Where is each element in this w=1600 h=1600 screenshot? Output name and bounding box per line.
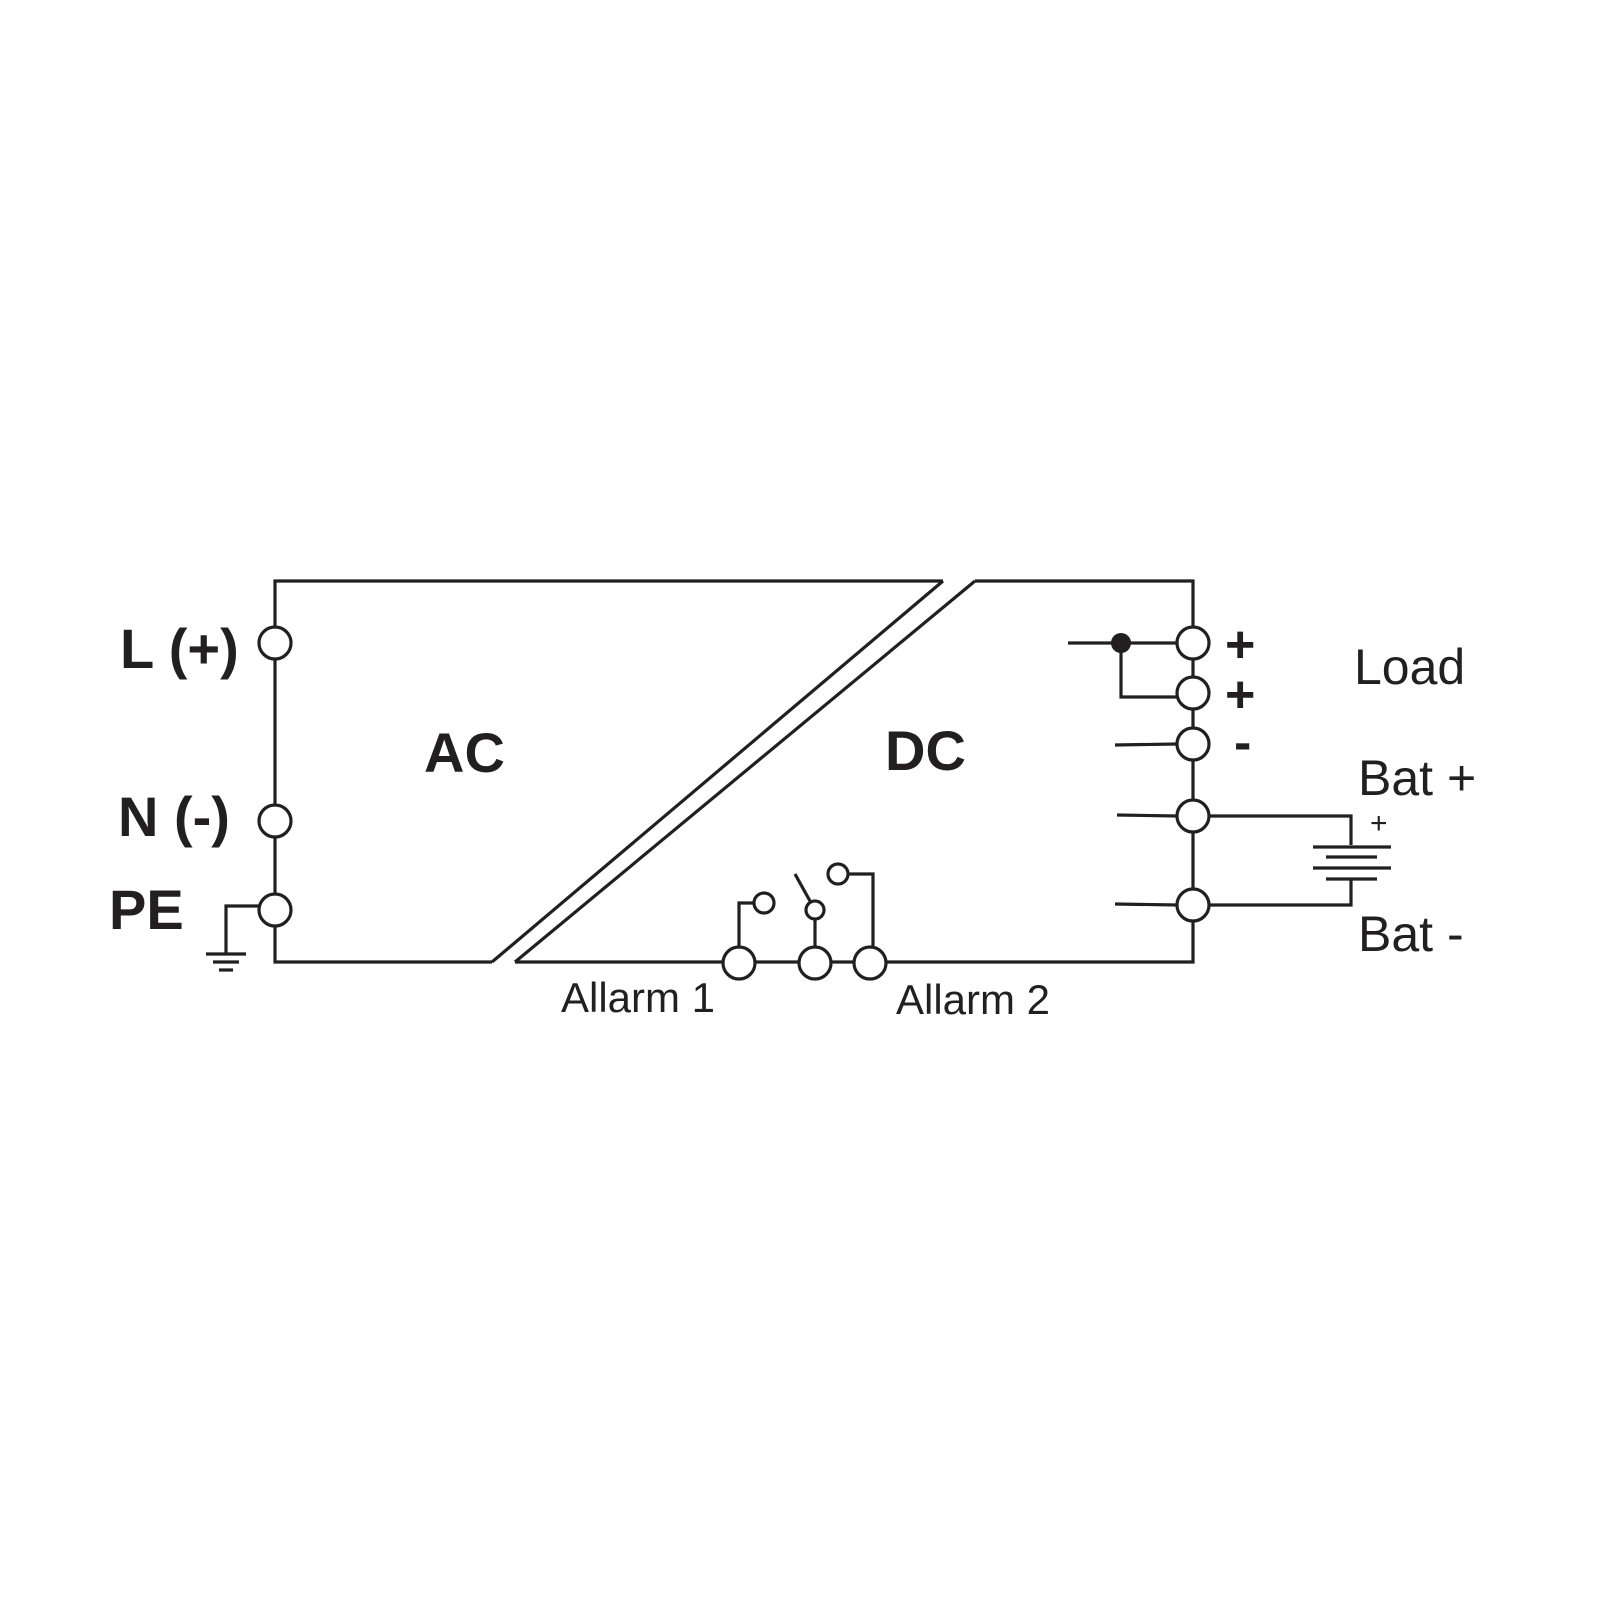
label-l: L (+) <box>120 617 239 680</box>
terminal-l <box>257 625 293 661</box>
terminal-dc-plus-1 <box>1175 625 1211 661</box>
lead-bat-plus <box>1116 813 1178 818</box>
battery-symbol <box>1209 814 1391 907</box>
ac-section-outline <box>273 579 943 964</box>
alarm2-contact <box>826 862 850 886</box>
dc-output-terminals <box>1068 625 1211 923</box>
label-n: N (-) <box>118 785 230 848</box>
terminal-pe <box>257 892 293 928</box>
label-bat-minus: Bat - <box>1358 906 1464 962</box>
label-bat-plus: Bat + <box>1358 750 1476 806</box>
terminal-dc-minus <box>1175 726 1211 762</box>
alarm-relays <box>721 862 888 981</box>
terminal-bat-minus <box>1175 887 1211 923</box>
alarm2-contact-lead <box>848 872 875 947</box>
label-dc-minus: - <box>1234 714 1251 772</box>
relay-switch-arm <box>793 873 812 902</box>
label-dc: DC <box>885 719 966 782</box>
divider-line-lower <box>513 579 977 964</box>
label-battery-polarity: + <box>1370 807 1388 840</box>
input-terminals <box>206 625 293 972</box>
label-load: Load <box>1354 639 1465 695</box>
lead-bat-minus <box>1114 902 1178 907</box>
battery-plus-wire <box>1209 814 1353 845</box>
divider-line-upper <box>490 579 945 964</box>
terminal-alarm-common <box>797 945 833 981</box>
label-dc-plus-2: + <box>1225 666 1255 724</box>
label-pe: PE <box>109 878 184 941</box>
label-alarm-1: Allarm 1 <box>561 974 715 1021</box>
terminal-alarm-2 <box>852 945 888 981</box>
terminal-alarm-1 <box>721 945 757 981</box>
label-ac: AC <box>424 721 505 784</box>
alarm1-contact <box>752 891 776 915</box>
battery-minus-wire <box>1209 878 1353 907</box>
jumper-plus <box>1119 643 1177 699</box>
terminal-bat-plus <box>1175 798 1211 834</box>
enclosure <box>273 579 1195 964</box>
common-pivot <box>804 899 826 921</box>
label-alarm-2: Allarm 2 <box>896 976 1050 1023</box>
alarm1-contact-lead <box>737 901 755 947</box>
terminal-dc-plus-2 <box>1175 675 1211 711</box>
dc-section-outline <box>515 579 1195 964</box>
label-dc-plus-1: + <box>1225 616 1255 674</box>
junction-dot <box>1111 633 1131 653</box>
pe-lead <box>224 904 259 954</box>
lead-minus <box>1114 742 1178 747</box>
terminal-n <box>257 803 293 839</box>
